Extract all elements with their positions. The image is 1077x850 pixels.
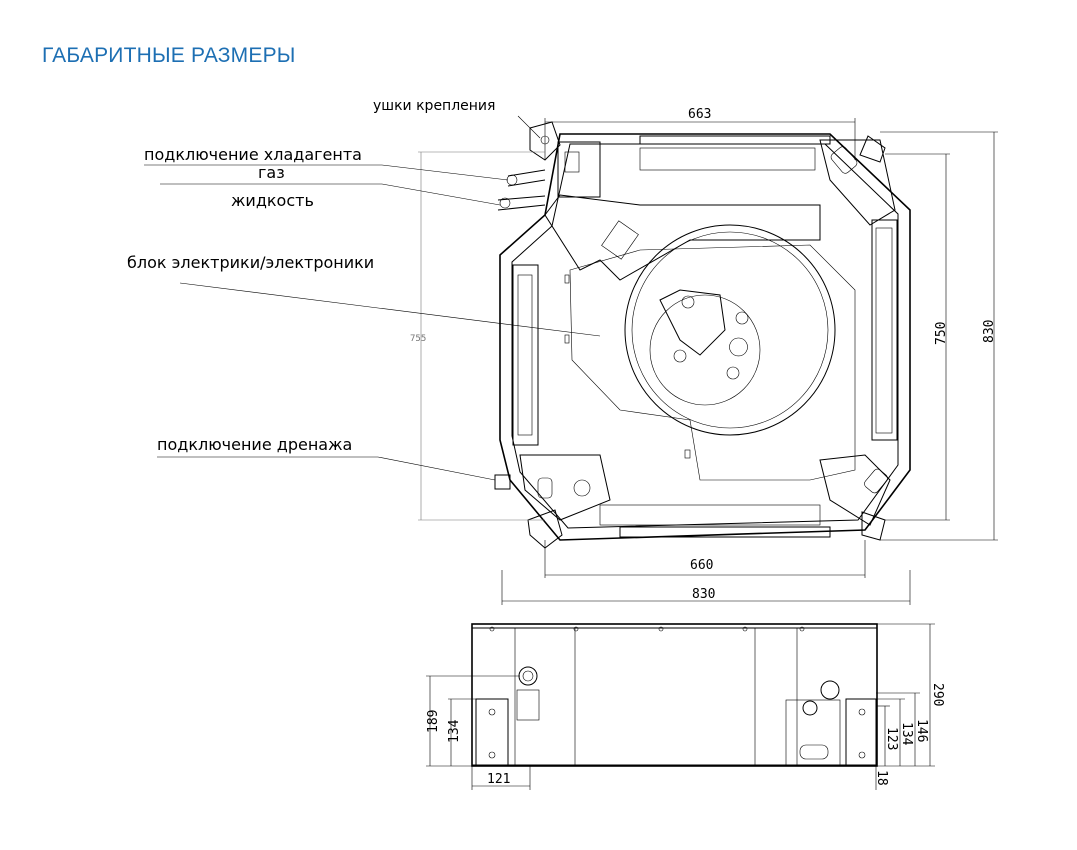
- dim-750: 750: [934, 322, 949, 345]
- dim-18: 18: [874, 770, 889, 786]
- label-mounting-ears: ушки крепления: [373, 98, 495, 114]
- corner-block-tr: [819, 139, 896, 226]
- fan-bolt-3: [673, 349, 687, 363]
- top-vent-slot: [639, 135, 831, 145]
- fan-bolt-4: [726, 366, 740, 380]
- pipe-connector: [564, 151, 580, 173]
- bracket-left: [475, 698, 509, 766]
- unit-body-outline: [499, 133, 911, 541]
- label-refrigerant: подключение хладагента: [144, 145, 362, 164]
- fan-outer-ring: [624, 224, 836, 436]
- side-panel-left: [514, 627, 576, 766]
- fan-bolt-2: [735, 311, 749, 325]
- mounting-ear-br: [861, 511, 886, 541]
- dim-663: 663: [688, 107, 711, 122]
- dim-755: 755: [410, 334, 426, 344]
- right-vent-inner: [875, 227, 893, 434]
- side-body: [471, 623, 878, 767]
- mounting-ear-tl: [529, 121, 561, 161]
- electronics-box-outline: [544, 194, 821, 281]
- corner-hole-bl: [537, 477, 553, 499]
- top-vent-frame: [639, 147, 816, 171]
- electronics-terminal: [601, 220, 639, 260]
- corner-block-bl: [519, 454, 611, 521]
- refrigerant-port-2: [802, 700, 818, 716]
- side-view-dimensions: 189 134 121 290 146 134 123 18: [426, 623, 945, 790]
- label-electronics: блок электрики/электроники: [127, 253, 374, 272]
- side-panel-right: [754, 627, 798, 766]
- inner-panel: [569, 244, 856, 481]
- dim-189: 189: [426, 710, 441, 733]
- drain-port-circle: [573, 479, 591, 497]
- dim-123: 123: [884, 727, 899, 750]
- label-drain: подключение дренажа: [157, 435, 352, 454]
- dim-134-right: 134: [899, 722, 914, 746]
- dim-134-left: 134: [447, 719, 462, 743]
- drain-port: [518, 666, 538, 686]
- gas-nut: [506, 174, 518, 186]
- detail-3: [684, 449, 691, 459]
- liquid-nut: [499, 197, 511, 209]
- refrigerant-port-1: [820, 680, 840, 700]
- mounting-ear-bl: [527, 509, 563, 549]
- fan-inner-ring: [631, 231, 829, 429]
- fan-slot: [729, 337, 748, 357]
- dim-830-width: 830: [692, 587, 715, 602]
- fan-bolt-1: [681, 295, 695, 309]
- right-vent-slot: [871, 219, 898, 441]
- drain-oval: [799, 744, 829, 760]
- corner-hole-br: [864, 468, 888, 494]
- detail-2: [564, 334, 570, 344]
- dim-830-height: 830: [982, 320, 997, 343]
- side-view: [471, 623, 878, 767]
- fan-hub: [649, 294, 761, 406]
- top-view-dimensions: 663 660 830 750 830 755: [410, 107, 998, 605]
- dim-146: 146: [914, 719, 929, 742]
- page-title: ГАБАРИТНЫЕ РАЗМЕРЫ: [42, 44, 296, 67]
- unit-inner-outline: [511, 143, 899, 529]
- dim-121: 121: [487, 772, 510, 787]
- dim-660: 660: [690, 558, 713, 573]
- corner-block-br: [819, 454, 891, 526]
- left-vent-slot: [512, 264, 539, 446]
- detail-1: [564, 274, 570, 284]
- top-view: [494, 121, 911, 549]
- corner-hole-tr: [830, 146, 858, 174]
- dim-290: 290: [930, 683, 945, 706]
- bracket-right: [845, 698, 877, 766]
- label-liquid: жидкость: [231, 191, 314, 210]
- bottom-vent-frame: [599, 504, 821, 526]
- drain-pipe-stub: [494, 474, 511, 490]
- bottom-vent-slot: [619, 526, 831, 538]
- gas-pipe: [507, 169, 546, 187]
- fan-motor-bracket: [659, 289, 726, 356]
- callouts: ушки крепления подключение хладагента га…: [127, 98, 601, 481]
- label-gas: газ: [258, 163, 285, 182]
- liquid-pipe: [497, 195, 546, 211]
- left-vent-inner: [517, 274, 533, 436]
- mounting-ear-tr: [859, 135, 886, 163]
